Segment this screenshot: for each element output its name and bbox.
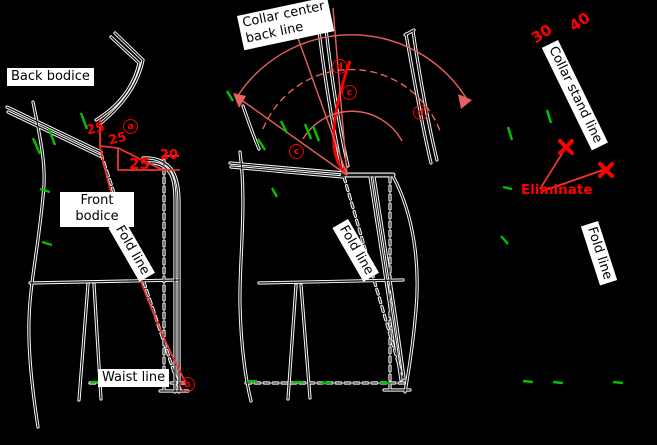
eliminate-label: Eliminate [521, 182, 593, 198]
measurement-20: 20 [160, 148, 179, 163]
rotate-arrow-right-icon [458, 94, 472, 109]
point-b-marker: b [180, 377, 195, 392]
point-a-marker: a [123, 119, 138, 134]
back-bodice-label: Back bodice [7, 68, 94, 87]
eliminate-x-icon [598, 162, 614, 178]
point-d-right-marker: d [413, 105, 428, 120]
point-c-upper-marker: c [342, 85, 357, 100]
point-d-upper-marker: d [332, 59, 347, 74]
waist-line-label: Waist line [98, 369, 170, 388]
rotate-arrow-left-icon [233, 93, 246, 108]
point-c-lower-marker: c [289, 144, 304, 159]
eliminate-x-icon [558, 139, 574, 155]
measurement-25-front: 25 [129, 155, 150, 173]
